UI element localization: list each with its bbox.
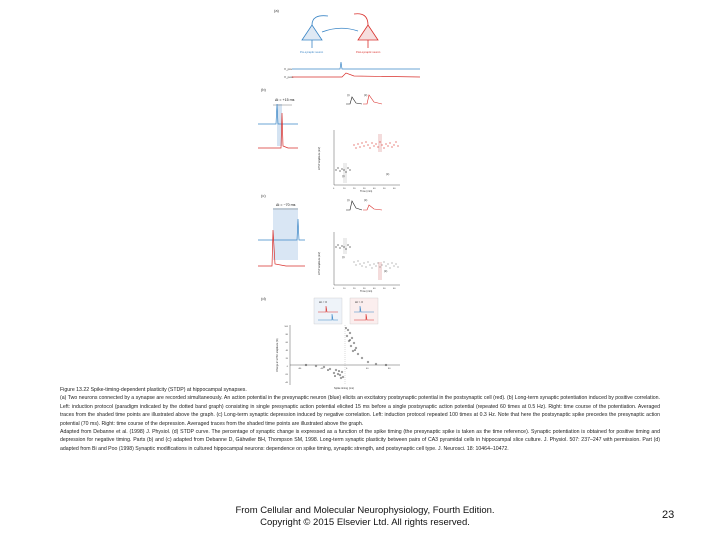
ylabel-b: EPSP amplitude (mV) — [318, 147, 321, 170]
xticks-c: 0 10 20 30 40 50 60 — [333, 288, 396, 290]
panel-b-timecourse: EPSP amplitude (mV) Time (min) (i) (ii) — [318, 130, 400, 193]
svg-text:60: 60 — [286, 342, 289, 344]
svg-text:40: 40 — [366, 368, 369, 370]
svg-text:10: 10 — [343, 288, 346, 290]
svg-text:(ii): (ii) — [384, 269, 387, 273]
sub-i-c: (i) — [347, 198, 350, 202]
source-line-1: From Cellular and Molecular Neurophysiol… — [235, 505, 495, 516]
stdp-figure: (a) Pre-synaptic neuron Post-synaptic ne… — [250, 0, 450, 390]
svg-text:0: 0 — [333, 288, 335, 290]
svg-text:30: 30 — [363, 288, 366, 290]
vpre-label: V_pre — [284, 67, 292, 71]
svg-text:40: 40 — [373, 288, 376, 290]
panel-c-protocol: Δt = −70 ms — [258, 203, 305, 267]
svg-text:0: 0 — [346, 368, 348, 370]
svg-text:(i): (i) — [342, 174, 345, 178]
xticks-d: -80 -40 0 40 80 — [298, 368, 391, 370]
panel-label-c: (c) — [261, 193, 266, 198]
panel-c-mini-traces: (i) (ii) — [346, 198, 383, 211]
svg-text:(i): (i) — [342, 255, 345, 259]
caption-title: Figure 13.22 Spike-timing-dependent plas… — [60, 387, 247, 393]
svg-text:80: 80 — [388, 368, 391, 370]
sub-ii-b: (ii) — [364, 93, 367, 97]
page-number: 23 — [662, 509, 675, 521]
inset-right-label: Δt > 0 — [355, 300, 363, 304]
svg-text:0: 0 — [287, 366, 289, 368]
svg-text:30: 30 — [363, 188, 366, 190]
panel-label-d: (d) — [261, 296, 267, 301]
svg-text:-80: -80 — [298, 368, 302, 370]
panel-label-a: (a) — [274, 8, 280, 13]
xlabel-c: Time (min) — [360, 289, 372, 293]
xlabel-b: Time (min) — [360, 189, 372, 193]
xlabel-d: Spike timing (ms) — [334, 386, 354, 390]
panel-label-b: (b) — [261, 87, 267, 92]
svg-text:40: 40 — [286, 350, 289, 352]
svg-text:20: 20 — [353, 188, 356, 190]
svg-text:80: 80 — [286, 334, 289, 336]
xticks-b: 0 10 20 30 40 50 60 — [333, 188, 396, 190]
svg-text:-40: -40 — [320, 368, 324, 370]
svg-text:40: 40 — [373, 188, 376, 190]
source-line-2: Copyright © 2015 Elsevier Ltd. All right… — [260, 517, 470, 528]
presynaptic-label: Pre-synaptic neuron — [300, 50, 324, 54]
inset-left-label: Δt < 0 — [319, 300, 327, 304]
yticks-d: 100 80 60 40 20 0 -20 -40 — [284, 326, 288, 384]
svg-text:100: 100 — [284, 326, 288, 328]
caption-adapted: Adapted from Debanne et al. (1998) J. Ph… — [60, 429, 660, 452]
postsynaptic-neuron — [357, 24, 379, 41]
presynaptic-neuron — [301, 24, 323, 41]
caption-body: (a) Two neurons connected by a synapse a… — [60, 395, 660, 427]
panel-a-traces: V_pre V_post — [284, 61, 421, 79]
vpost-label: V_post — [284, 75, 294, 79]
svg-text:50: 50 — [383, 288, 386, 290]
figure-caption: Figure 13.22 Spike-timing-dependent plas… — [60, 386, 660, 453]
ylabel-c: EPSP amplitude (mV) — [318, 252, 321, 275]
svg-text:60: 60 — [393, 288, 396, 290]
timing-b-label: Δt = +15 ms — [275, 98, 295, 102]
panel-b-mini-traces: (i) (ii) — [346, 93, 383, 105]
sub-ii-c: (ii) — [364, 198, 367, 202]
ylabel-d: Change in EPSC amplitude (%) — [276, 338, 279, 372]
svg-text:-40: -40 — [285, 382, 289, 384]
panel-b-protocol: Δt = +15 ms — [258, 98, 298, 149]
svg-text:20: 20 — [353, 288, 356, 290]
panel-c-timecourse: EPSP amplitude (mV) Time (min) (i) (ii) — [318, 232, 400, 293]
figure-svg: (a) Pre-synaptic neuron Post-synaptic ne… — [258, 8, 421, 390]
stdp-scatter: Change in EPSC amplitude (%) Spike timin… — [276, 325, 400, 390]
svg-text:60: 60 — [393, 188, 396, 190]
svg-text:50: 50 — [383, 188, 386, 190]
svg-text:10: 10 — [343, 188, 346, 190]
postsynaptic-label: Post-synaptic neuron — [356, 50, 381, 54]
source-note: From Cellular and Molecular Neurophysiol… — [200, 505, 530, 529]
svg-text:(ii): (ii) — [386, 172, 389, 176]
sub-i-b: (i) — [347, 93, 350, 97]
svg-text:20: 20 — [286, 358, 289, 360]
neuron-diagram: Pre-synaptic neuron Post-synaptic neuron — [300, 13, 381, 54]
timing-c-label: Δt = −70 ms — [276, 203, 296, 207]
svg-text:-20: -20 — [285, 374, 289, 376]
svg-text:0: 0 — [333, 188, 335, 190]
panel-d-insets: Δt < 0 Δt > 0 — [313, 297, 379, 325]
